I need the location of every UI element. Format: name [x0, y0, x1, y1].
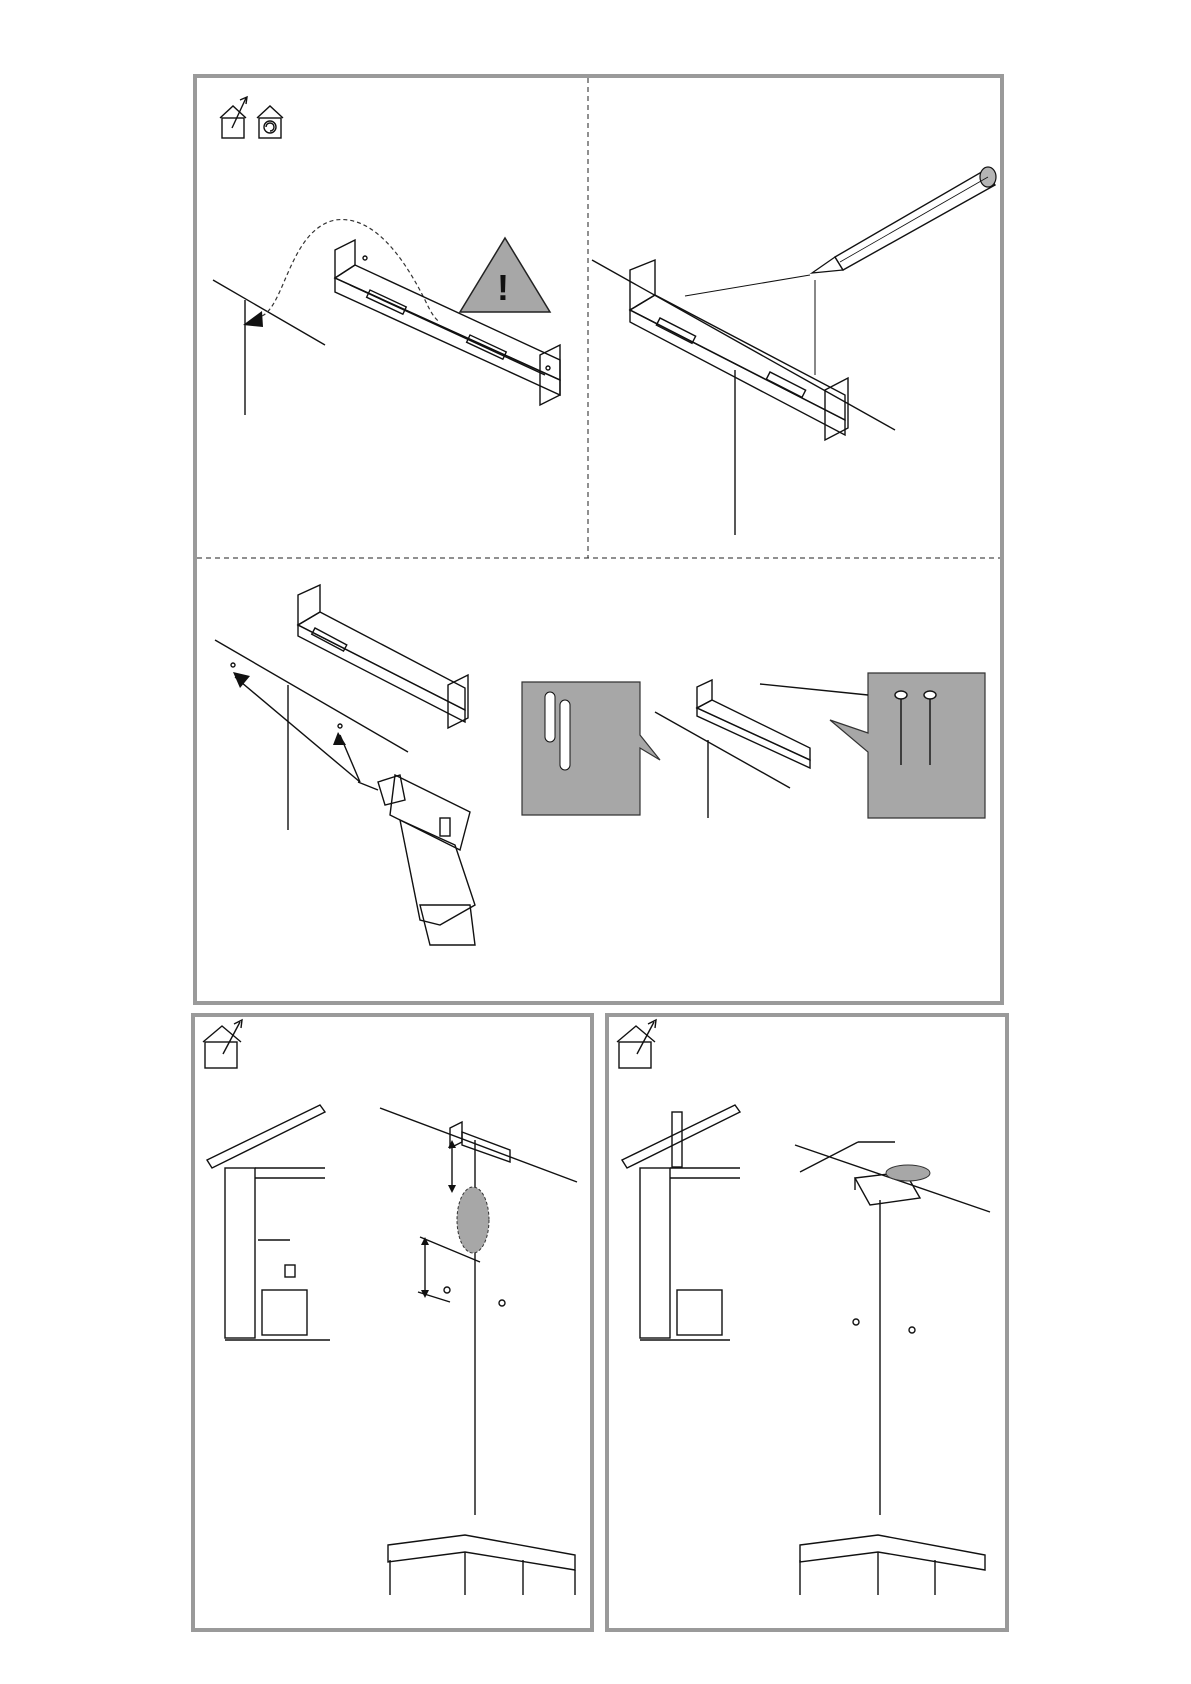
wall-bracket: [697, 680, 810, 768]
house-recirculation-icon: [257, 106, 283, 138]
wall-bracket: [298, 585, 468, 728]
panel-ceiling-outlet: [607, 1015, 1007, 1630]
house-vent-icon: [220, 97, 247, 138]
warning-triangle-icon: !: [460, 238, 550, 312]
drill-icon: [358, 775, 475, 945]
arrow-marker-icon: [243, 311, 263, 327]
panel-wall-outlet: [193, 1015, 592, 1630]
step-locate-bracket: !: [213, 220, 560, 415]
step-drill-holes: [215, 585, 475, 945]
step-mark-holes: [592, 167, 996, 535]
step-fix-screws: [522, 673, 985, 818]
dashed-trajectory: [262, 220, 440, 322]
wall-bracket: [335, 240, 560, 405]
screw-callout: [760, 673, 985, 818]
warning-exclamation: !: [497, 267, 509, 308]
outlet-zone: [886, 1165, 930, 1181]
wall-plug-callout: [522, 682, 660, 815]
outlet-zone: [457, 1187, 489, 1253]
pencil-icon: [812, 167, 996, 273]
